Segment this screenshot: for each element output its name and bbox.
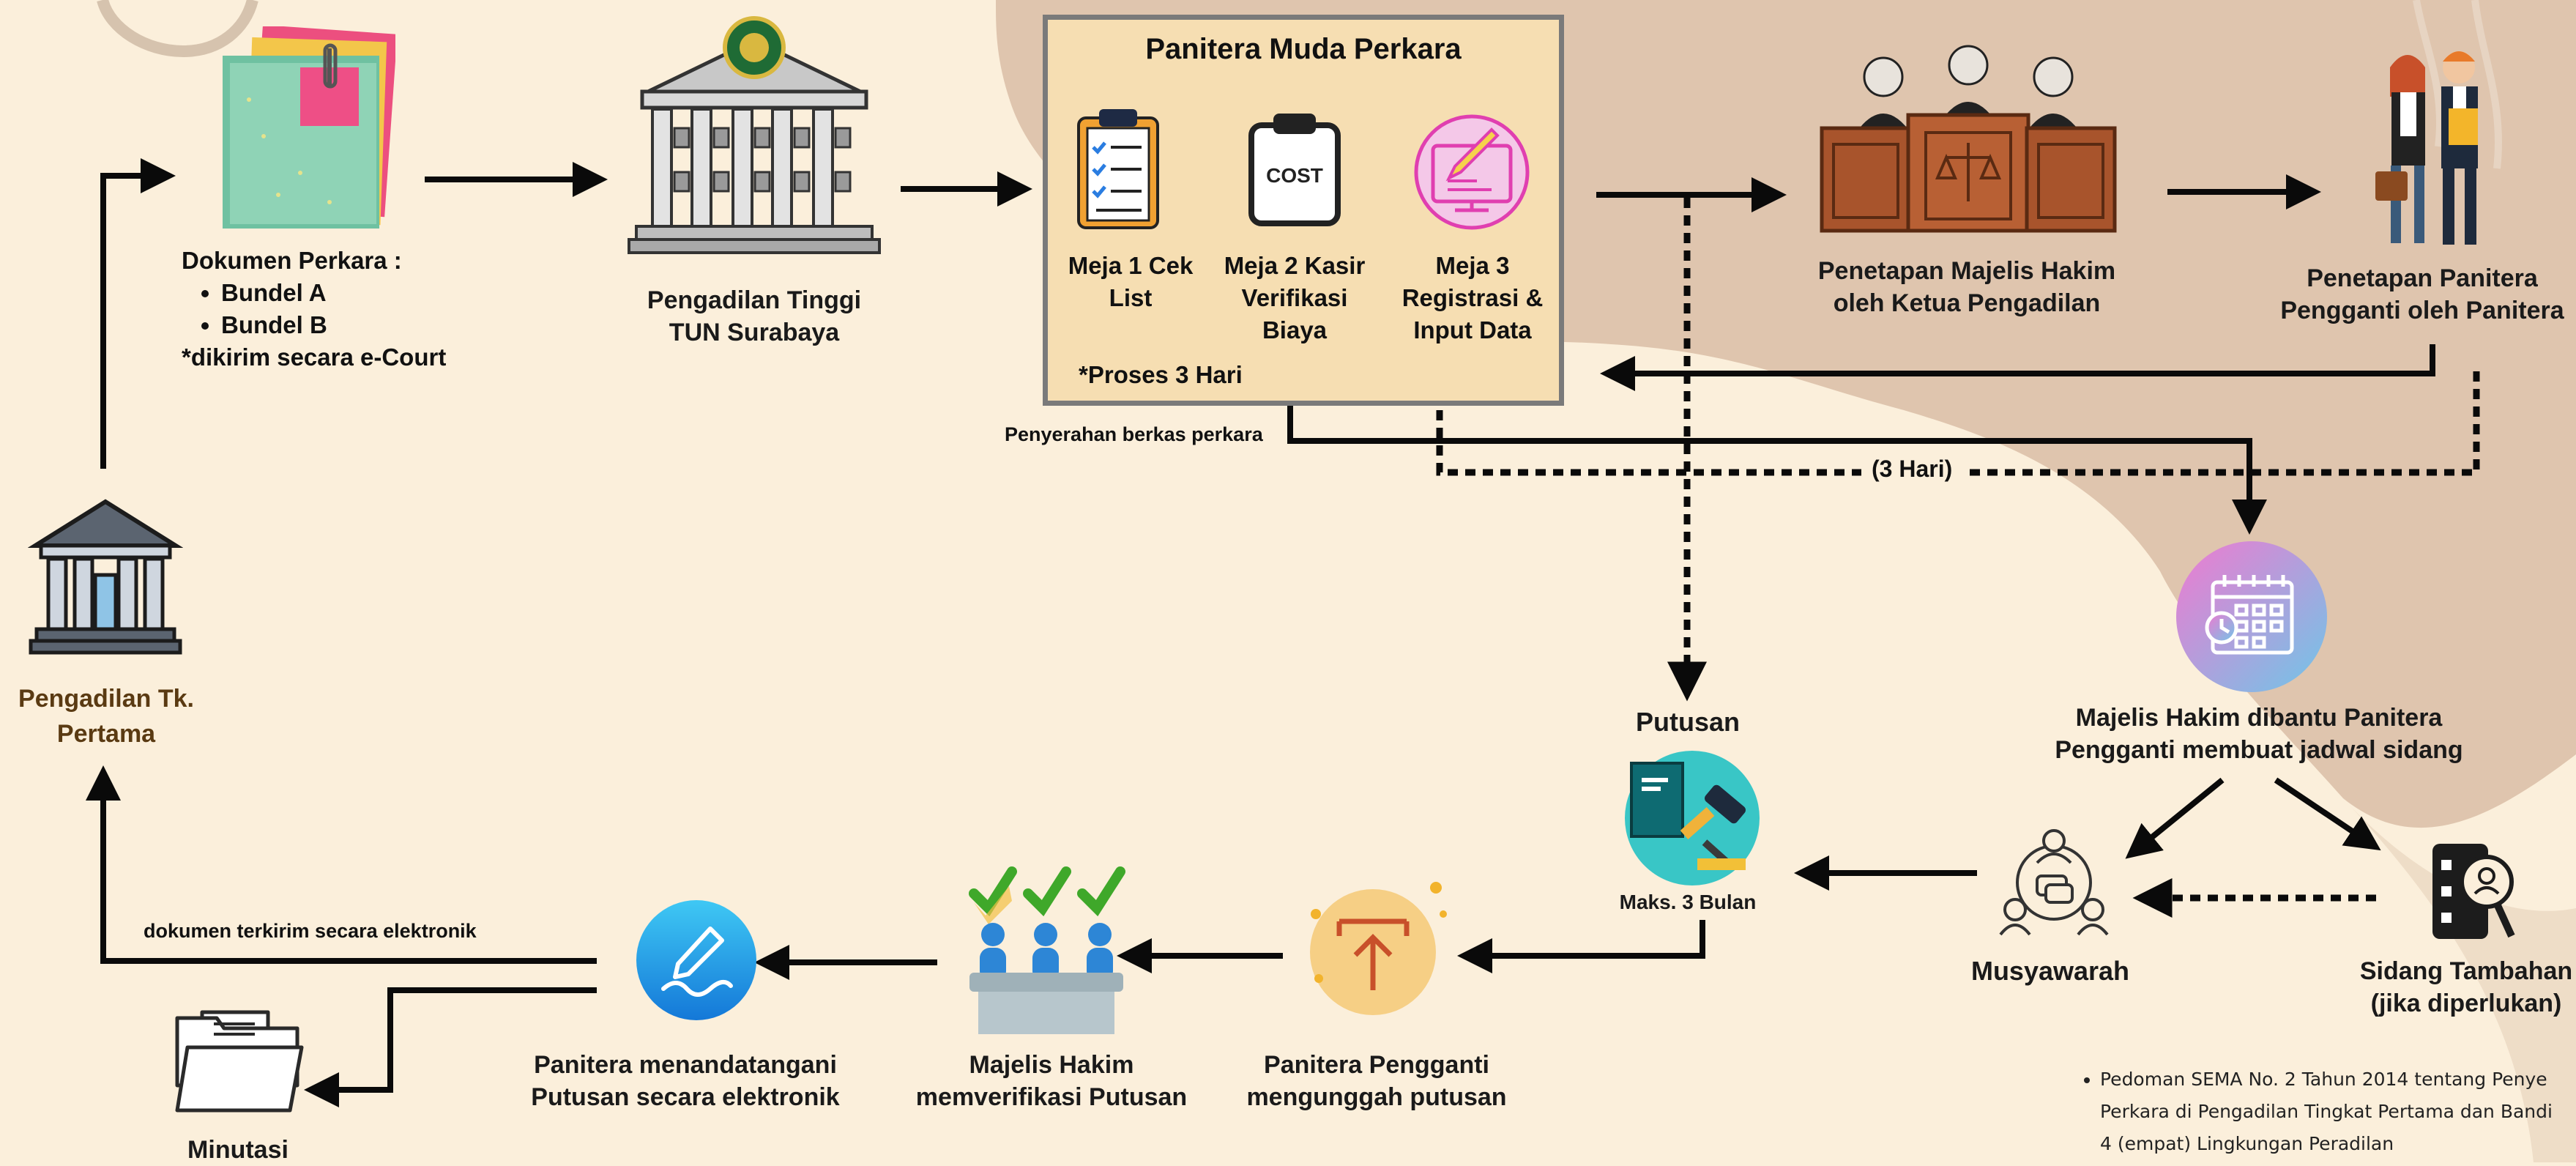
arrow-clerks-to-panel	[1600, 344, 2435, 391]
discussion-group-icon	[1999, 829, 2109, 936]
deliberation-label: Musyawarah	[1970, 956, 2130, 986]
upload-label: Panitera Pengganti mengunggah putusan	[1246, 1051, 1507, 1111]
verify-people-icon	[969, 866, 1125, 1034]
archive-folder-icon	[175, 1010, 304, 1113]
documents-folder-icon	[223, 26, 395, 229]
sign-label: Panitera menandatangani Putusan secara e…	[531, 1051, 840, 1111]
sign-pen-icon	[636, 900, 756, 1020]
handover-label: Penyerahan berkas perkara	[1005, 423, 1263, 445]
high-court-label: Pengadilan Tinggi TUN Surabaya	[647, 286, 862, 346]
desk2-label: Meja 2 Kasir Verifikasi Biaya	[1224, 252, 1366, 344]
arrow-court-to-documents	[100, 158, 176, 469]
bundle-a-label: Bundel A	[221, 277, 446, 309]
judges-bench-icon	[1820, 45, 2117, 233]
arrow-schedule-to-extra	[2274, 777, 2381, 851]
desk1-label: Meja 1 Cek List	[1068, 252, 1194, 311]
minutes-label: Minutasi	[187, 1136, 289, 1164]
cost-label: COST	[1266, 164, 1323, 187]
court-building-icon	[28, 499, 183, 655]
arrow-schedule-to-deliberation	[2125, 777, 2225, 859]
first-court-label: Pengadilan Tk. Pertama	[18, 685, 194, 748]
arrow-sign-to-court	[86, 765, 597, 964]
judges-panel-label: Penetapan Majelis Hakim oleh Ketua Penga…	[1817, 257, 2116, 317]
extra-hearing-icon	[2432, 844, 2515, 939]
dotted-three-days	[1436, 370, 2480, 476]
schedule-label: Majelis Hakim dibantu Panitera Pengganti…	[2055, 704, 2463, 764]
ecourt-note: *dikirim secara e-Court	[182, 344, 447, 371]
process-note: *Proses 3 Hari	[1079, 361, 1243, 388]
panitera-muda-panel: Panitera Muda Perkara COST Meja 1 Cek Li…	[1043, 15, 1564, 406]
arrow-verdict-to-upload	[1457, 920, 1705, 973]
extra-hearing-label: Sidang Tambahan (jika diperlukan)	[2359, 957, 2573, 1017]
documents-block: Dokumen Perkara : Bundel A Bundel B *dik…	[182, 245, 446, 374]
verdict-label: Putusan	[1635, 707, 1740, 737]
verdict-book-gavel-icon	[1625, 751, 1760, 885]
upload-arrow-icon	[1310, 882, 1447, 1015]
arrow-sign-to-minutes	[304, 987, 597, 1107]
footnote-line3: 4 (empat) Lingkungan Peradilan	[2100, 1133, 2394, 1154]
arrow-handover-to-schedule	[1287, 406, 2267, 535]
high-court-building-icon	[628, 16, 881, 254]
footnote-line2: Perkara di Pengadilan Tingkat Pertama da…	[2100, 1101, 2553, 1122]
verify-label: Majelis Hakim memverifikasi Putusan	[915, 1051, 1188, 1111]
footnote: Pedoman SEMA No. 2 Tahun 2014 tentang Pe…	[2078, 1063, 2576, 1160]
substitute-clerk-label: Penetapan Panitera Pengganti oleh Panite…	[2280, 264, 2564, 324]
bundle-b-label: Bundel B	[221, 309, 446, 341]
desk3-label: Meja 3 Registrasi & Input Data	[1401, 252, 1544, 344]
registration-computer-icon	[1414, 114, 1530, 230]
footnote-line1: Pedoman SEMA No. 2 Tahun 2014 tentang Pe…	[2100, 1063, 2576, 1096]
three-days-label: (3 Hari)	[1872, 456, 1953, 482]
checklist-clipboard-icon	[1077, 109, 1159, 229]
calendar-icon	[2176, 541, 2327, 692]
documents-title: Dokumen Perkara :	[182, 247, 402, 274]
cost-clipboard-icon: COST	[1248, 114, 1341, 226]
panel-title: Panitera Muda Perkara	[1145, 33, 1462, 65]
max-months-label: Maks. 3 Bulan	[1619, 891, 1757, 913]
clerks-people-icon	[2375, 51, 2478, 245]
sent-electronic-label: dokumen terkirim secara elektronik	[144, 920, 477, 942]
